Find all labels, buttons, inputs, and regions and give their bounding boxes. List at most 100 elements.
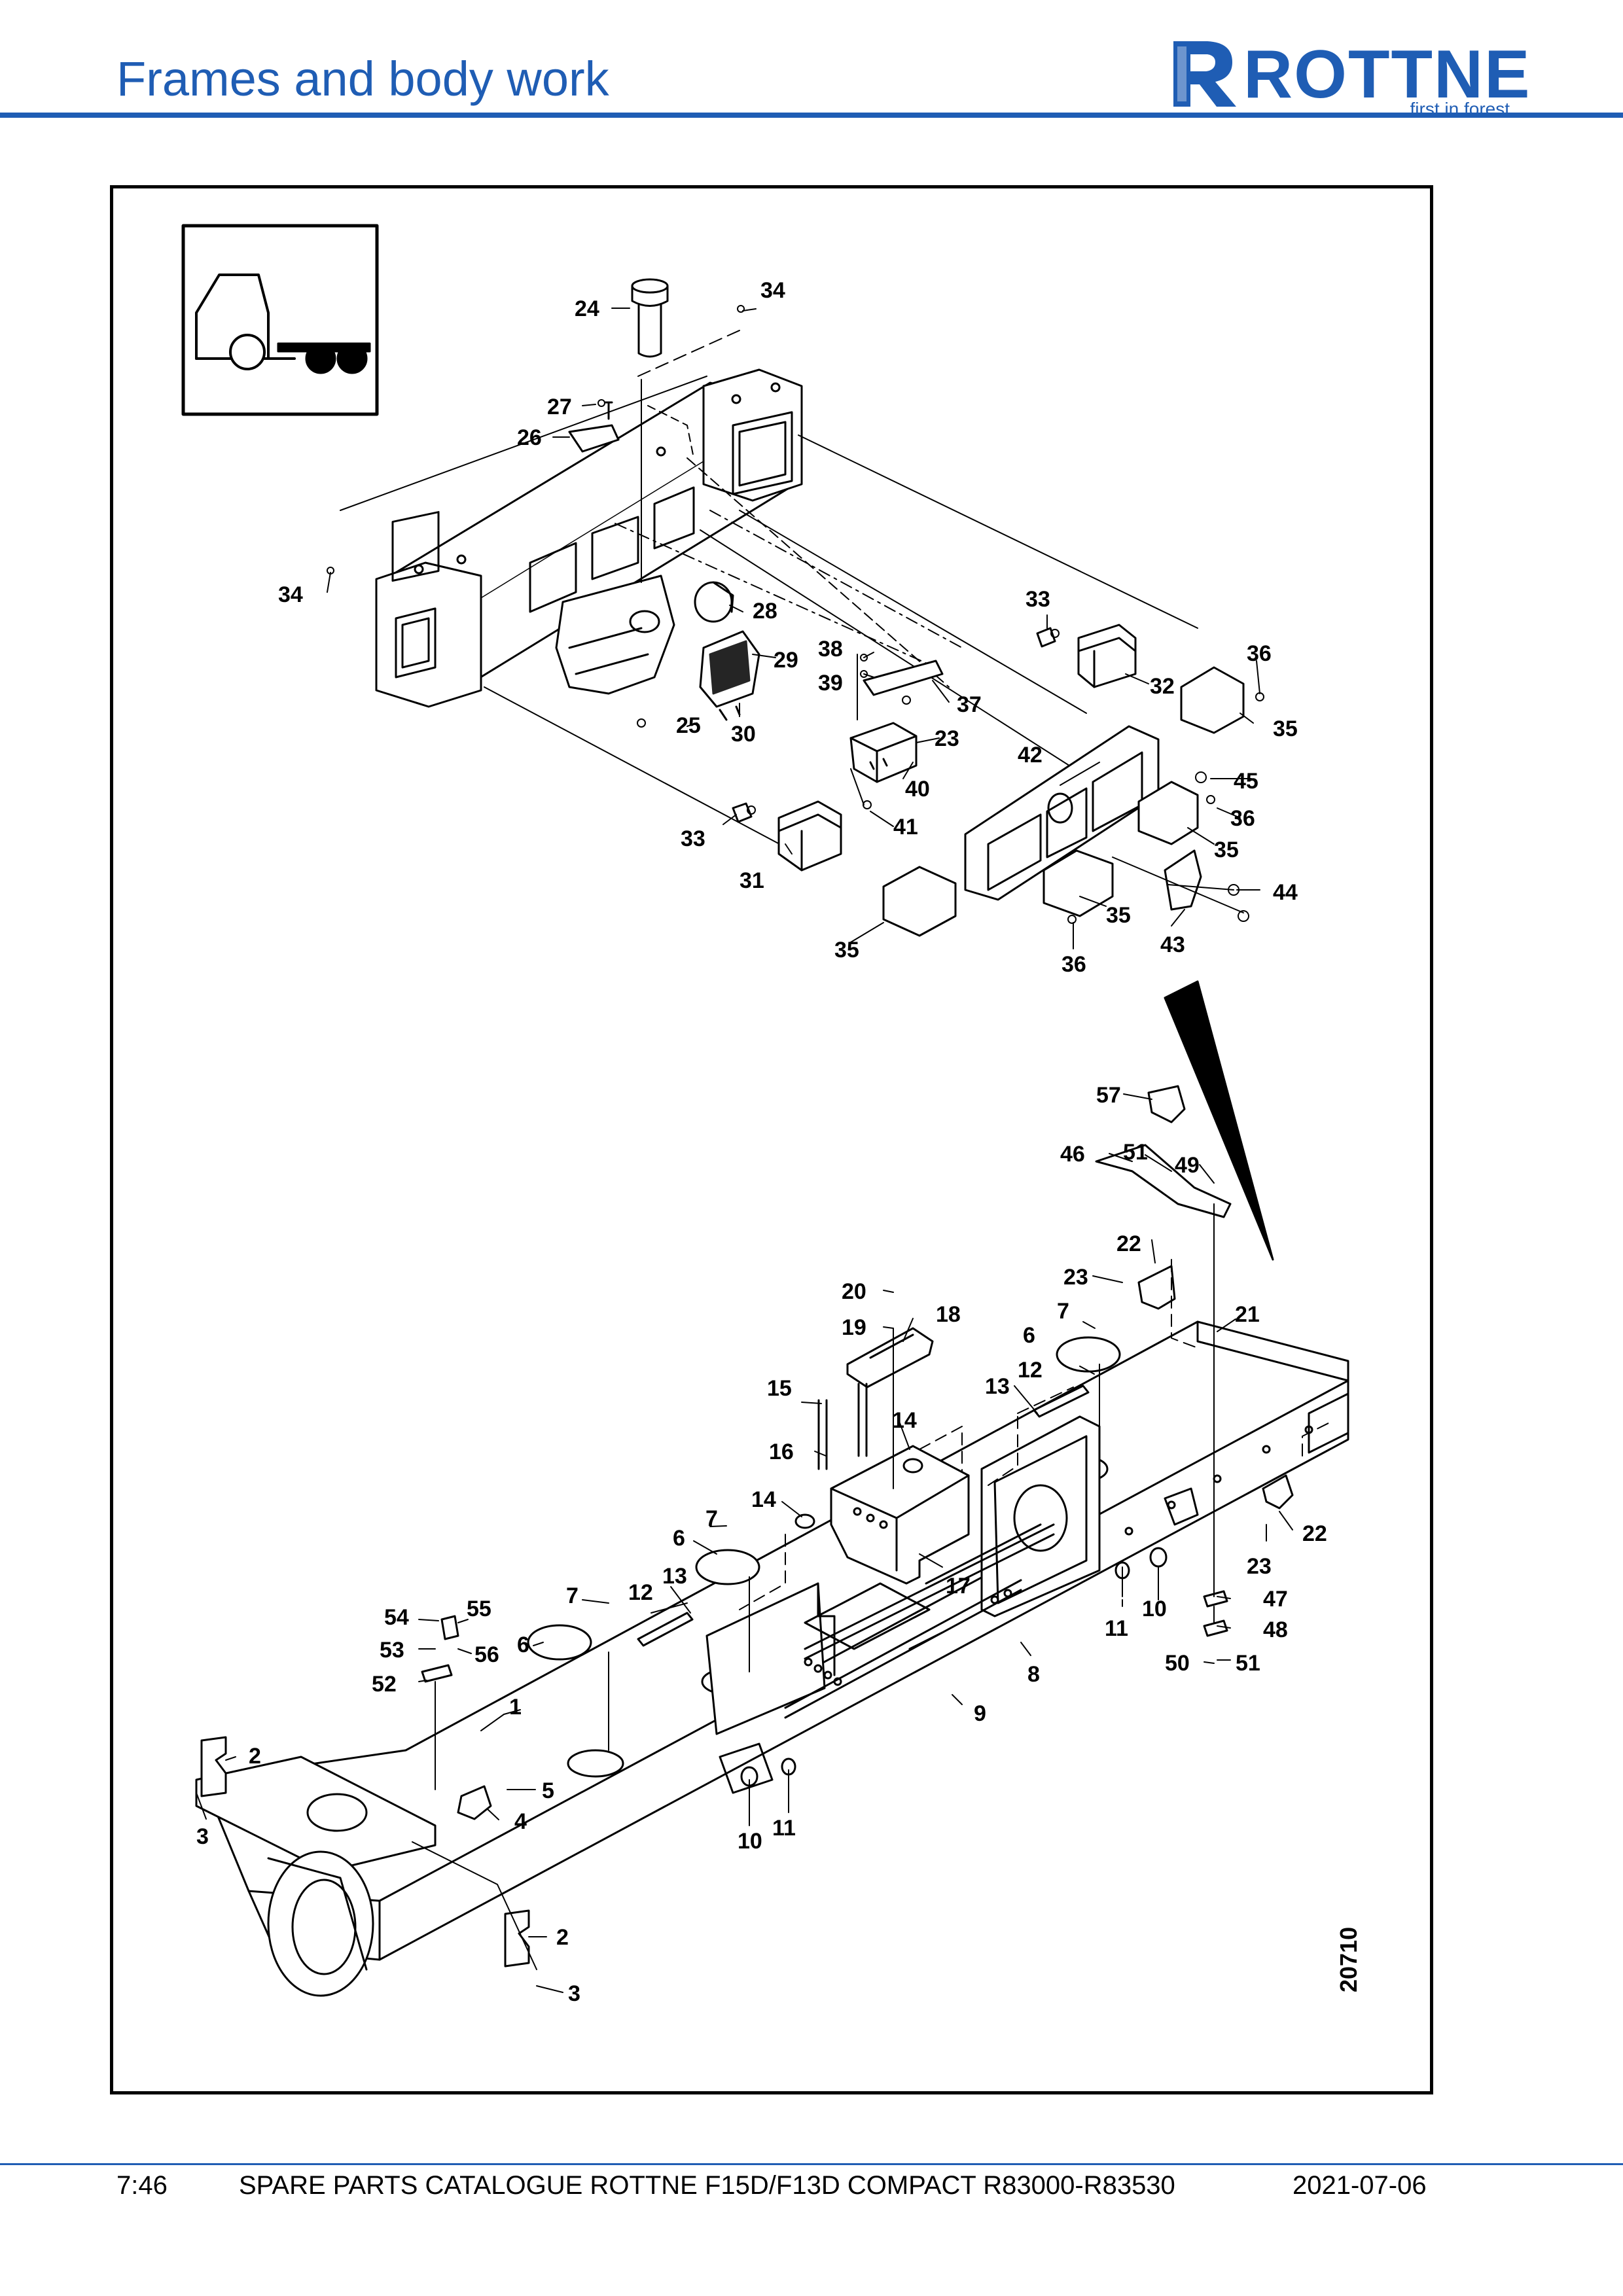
header-rule xyxy=(0,113,1623,118)
part-35-cover-c xyxy=(1137,781,1199,845)
callout-44: 44 xyxy=(1273,880,1298,905)
part-2-bracket-b xyxy=(504,1909,530,1968)
callout-38: 38 xyxy=(818,637,843,662)
callout-27: 27 xyxy=(547,395,572,419)
callout-51: 51 xyxy=(1123,1140,1148,1165)
part-17-block xyxy=(830,1445,970,1585)
callout-35: 35 xyxy=(1106,903,1131,928)
callout-6: 6 xyxy=(517,1633,529,1657)
callout-50: 50 xyxy=(1165,1651,1190,1676)
tie-rod-bracket xyxy=(804,1582,931,1650)
part-46-guard-plate xyxy=(1095,1144,1232,1218)
part-14-bushing-b xyxy=(902,1458,923,1474)
callout-35: 35 xyxy=(1273,716,1298,741)
callout-52: 52 xyxy=(372,1672,397,1697)
part-2-bracket-a xyxy=(200,1736,227,1797)
part-43-cover xyxy=(1164,849,1202,911)
part-33-grommet-right xyxy=(1036,627,1056,648)
part-35-cover-d xyxy=(1180,666,1245,734)
assembly-leader-lines xyxy=(412,1203,1215,1970)
callout-18: 18 xyxy=(936,1302,961,1327)
callout-13: 13 xyxy=(662,1564,687,1589)
callout-10: 10 xyxy=(738,1829,762,1854)
callout-2: 2 xyxy=(556,1925,569,1950)
callout-15: 15 xyxy=(767,1376,792,1401)
callout-46: 46 xyxy=(1060,1142,1085,1167)
callout-12: 12 xyxy=(1018,1358,1043,1383)
callout-25: 25 xyxy=(676,713,701,738)
callout-43: 43 xyxy=(1160,932,1185,957)
callout-39: 39 xyxy=(818,671,843,696)
part-18-plate xyxy=(846,1327,934,1388)
callout-22: 22 xyxy=(1302,1521,1327,1546)
part-57-bracket xyxy=(1147,1085,1186,1123)
callout-36: 36 xyxy=(1247,641,1272,666)
small-fasteners xyxy=(327,305,1264,924)
callout-24: 24 xyxy=(575,296,599,321)
callout-51: 51 xyxy=(1236,1651,1260,1676)
callout-19: 19 xyxy=(842,1315,866,1340)
callout-31: 31 xyxy=(740,868,764,893)
callout-13: 13 xyxy=(985,1374,1010,1399)
rear-cross-beam-assembly xyxy=(340,330,1198,851)
callout-55: 55 xyxy=(467,1597,491,1621)
figure-number: 20710 xyxy=(1335,1927,1362,1992)
callout-22: 22 xyxy=(1116,1231,1141,1256)
callout-28: 28 xyxy=(753,599,777,624)
callout-33: 33 xyxy=(681,826,705,851)
callout-42: 42 xyxy=(1018,743,1043,768)
callout-48: 48 xyxy=(1263,1617,1288,1642)
callout-21: 21 xyxy=(1235,1302,1260,1327)
catalogue-date: 2021-07-06 xyxy=(1293,2171,1427,2200)
part-9-tie-rod xyxy=(784,1579,1022,1719)
callout-17: 17 xyxy=(946,1574,971,1598)
part-15-bolt-a xyxy=(817,1399,828,1470)
callout-34: 34 xyxy=(760,278,785,303)
callout-14: 14 xyxy=(892,1408,917,1433)
part-27-bolt xyxy=(604,401,613,420)
callout-53: 53 xyxy=(380,1638,404,1663)
callout-16: 16 xyxy=(769,1439,794,1464)
part-8-tie-rod xyxy=(804,1523,1055,1660)
callout-40: 40 xyxy=(905,777,930,802)
part-6-cover-a xyxy=(527,1624,592,1661)
part-28-reflector xyxy=(694,581,734,623)
part-37-bracket xyxy=(863,660,944,696)
callout-23: 23 xyxy=(1247,1554,1272,1579)
part-31-rear-lamp xyxy=(777,800,842,872)
callout-8: 8 xyxy=(1027,1662,1040,1687)
vehicle-location-icon xyxy=(181,224,379,416)
callout-36: 36 xyxy=(1061,952,1086,977)
callout-9: 9 xyxy=(974,1701,986,1726)
callout-41: 41 xyxy=(893,815,918,839)
callout-35: 35 xyxy=(1214,838,1239,862)
part-52-plate xyxy=(421,1664,453,1683)
callout-49: 49 xyxy=(1175,1153,1200,1178)
page-title: Frames and body work xyxy=(116,52,609,106)
callout-57: 57 xyxy=(1096,1083,1121,1108)
callout-37: 37 xyxy=(957,692,982,717)
callout-26: 26 xyxy=(517,425,542,450)
callout-47: 47 xyxy=(1263,1587,1288,1612)
brand-name: ROTTNE xyxy=(1243,37,1531,113)
part-4-bracket xyxy=(457,1785,492,1820)
callout-7: 7 xyxy=(1057,1299,1069,1324)
assembly-pointer-wedge xyxy=(1164,980,1274,1261)
callout-11: 11 xyxy=(772,1816,796,1841)
callout-32: 32 xyxy=(1150,674,1175,699)
part-6-cover-b xyxy=(695,1549,760,1585)
callout-33: 33 xyxy=(1026,587,1050,612)
callout-35: 35 xyxy=(834,938,859,963)
callout-2: 2 xyxy=(249,1744,261,1769)
part-48-clip xyxy=(1203,1619,1228,1637)
page-number: 7:46 xyxy=(116,2171,168,2200)
callout-45: 45 xyxy=(1234,769,1258,794)
assembly-guide-lines xyxy=(739,1259,1329,1610)
diagram-frame xyxy=(110,185,1433,2094)
part-47-clip xyxy=(1203,1590,1228,1608)
part-22-cover-a xyxy=(1137,1265,1176,1310)
part-19-screw xyxy=(869,1333,914,1359)
callout-29: 29 xyxy=(774,648,798,673)
part-30-work-lamp xyxy=(699,630,760,721)
callout-23: 23 xyxy=(1063,1265,1088,1290)
